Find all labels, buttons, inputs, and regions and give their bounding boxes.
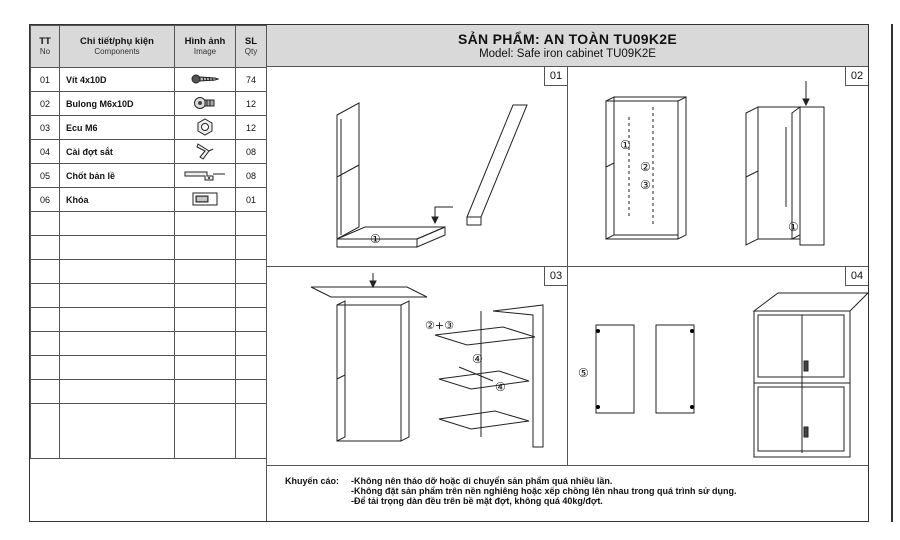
table-row-empty [30,355,267,380]
nut-icon [174,115,236,140]
step-panel-04: 04 ⑤ [567,267,869,466]
row-no: 01 [30,67,60,92]
row-name: Chốt bản lề [59,163,175,188]
table-row: 03 Ecu M6 12 [30,115,267,140]
row-no: 06 [30,187,60,212]
row-qty: 01 [235,187,267,212]
row-no: 05 [30,163,60,188]
step-02-illustration: ① ② ③ ① [605,81,825,246]
row-name: Bulong M6x10D [59,91,175,116]
warning-note: Khuyến cáo: -Không nên tháo dỡ hoặc di c… [266,466,868,521]
step-number: 02 [845,67,868,86]
bolt-icon [174,91,236,116]
row-no: 03 [30,115,60,140]
product-title: SẢN PHẨM: AN TOÀN TU09K2E [457,31,678,47]
table-row-empty [30,403,267,459]
table-row: 06 Khóa 01 [30,187,267,212]
warning-line: -Không đặt sản phẩm trên nền nghiêng hoặ… [351,486,737,496]
row-qty: 12 [235,91,267,116]
callout-5: ⑤ [578,366,589,380]
step-number: 03 [544,267,567,286]
callout-2: ② [640,160,651,174]
callout-4b: ④ [495,380,506,394]
callout-3: ③ [640,178,651,192]
step-03-illustration: ②+③ ④ ④ [310,273,544,448]
step-number: 04 [845,267,868,286]
step-number: 01 [544,67,567,86]
hinge-pin-icon [174,163,236,188]
warning-line: -Không nên tháo dỡ hoặc di chuyển sản ph… [351,476,613,486]
step-01-illustration: ① [336,102,528,248]
step-panel-01: 01 ① [266,67,567,267]
warning-line: -Để tải trọng dàn đều trên bề mặt đợt, k… [351,496,603,506]
step-panel-03: 03 ②+③ ④ ④ [266,267,567,466]
row-name: Ecu M6 [59,115,175,140]
row-qty: 08 [235,163,267,188]
table-row-empty [30,331,267,356]
lock-icon [174,187,236,212]
callout-2-3: ②+③ [425,319,454,332]
row-no: 04 [30,139,60,164]
row-name: Khóa [59,187,175,212]
callout-1: ① [370,232,381,246]
row-qty: 74 [235,67,267,92]
row-qty: 12 [235,115,267,140]
callout-1b: ① [788,220,799,234]
table-row: 04 Cài đợt sắt 08 [30,139,267,164]
row-qty: 08 [235,139,267,164]
row-no: 02 [30,91,60,116]
shelf-clip-icon [174,139,236,164]
warning-lines: -Không nên tháo dỡ hoặc di chuyển sản ph… [351,476,737,506]
table-row-empty [30,307,267,332]
row-name: Vít 4x10D [59,67,175,92]
page-edge-divider [891,24,893,522]
table-row-empty [30,235,267,260]
table-row: 05 Chốt bản lề 08 [30,163,267,188]
step-04-illustration: ⑤ [578,292,869,458]
step-panel-02: 02 ① ② ③ ① [567,67,868,267]
product-model: Model: Safe iron cabinet TU09K2E [479,48,656,60]
table-row: 01 Vít 4x10D 74 [30,67,267,92]
callout-4: ④ [472,352,483,366]
table-row-empty [30,259,267,284]
table-row-empty [30,379,267,404]
table-row-empty [30,283,267,308]
callout-1: ① [620,138,631,152]
warning-label: Khuyến cáo: [285,476,340,486]
screw-icon [174,67,236,92]
row-name: Cài đợt sắt [59,139,175,164]
table-row: 02 Bulong M6x10D 12 [30,91,267,116]
product-header: SẢN PHẨM: AN TOÀN TU09K2E Model: Safe ir… [266,25,868,67]
table-row-empty [30,211,267,236]
